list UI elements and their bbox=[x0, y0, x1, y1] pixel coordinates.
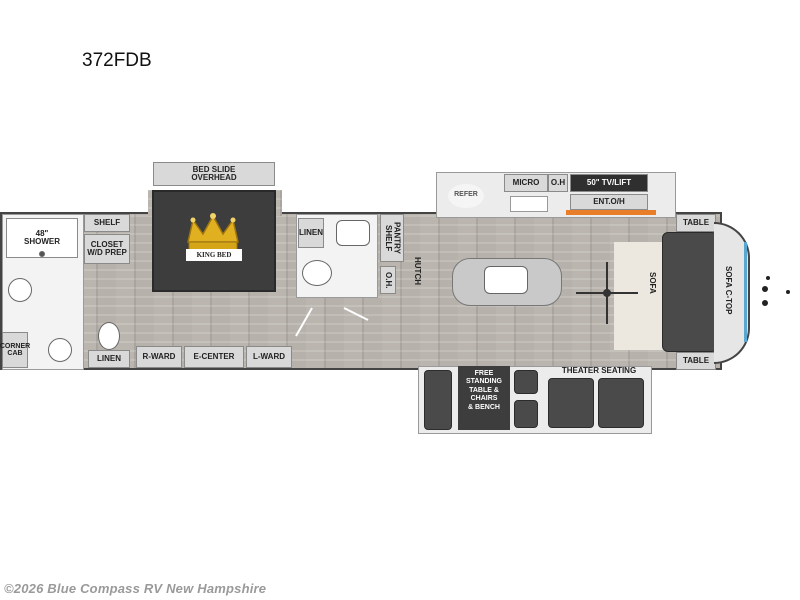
front-dot-1 bbox=[766, 276, 770, 280]
floorplan: BED SLIDE OVERHEAD 48" SHOWER CORNER CAB… bbox=[0, 160, 800, 440]
refer-icon bbox=[448, 184, 484, 208]
oh-small: O.H. bbox=[380, 266, 396, 294]
ent-oh: ENT.O/H bbox=[570, 194, 648, 210]
sofa bbox=[662, 232, 718, 352]
free-standing-table: FREE STANDING TABLE & CHAIRS & BENCH bbox=[458, 366, 510, 430]
front-dot-4 bbox=[786, 290, 790, 294]
sofa-label: SOFA bbox=[648, 272, 657, 294]
bed-slide-label: BED SLIDE OVERHEAD bbox=[153, 162, 275, 186]
table-bottom: TABLE bbox=[676, 352, 716, 370]
e-center: E-CENTER bbox=[184, 346, 244, 368]
sofa-ctop: SOFA C-TOP bbox=[724, 265, 734, 315]
pantry-shelf: PANTRY SHELF bbox=[380, 214, 404, 262]
bath-sink-lower bbox=[48, 338, 72, 362]
half-bath-toilet bbox=[302, 260, 332, 286]
crown-icon bbox=[183, 212, 243, 252]
half-bath-sink bbox=[336, 220, 370, 246]
bath-sink-upper bbox=[8, 278, 32, 302]
theater-seat-right bbox=[598, 378, 644, 428]
refer-label: REFER bbox=[454, 191, 478, 198]
closet-wd-prep: CLOSET W/D PREP bbox=[84, 234, 130, 264]
island-sink bbox=[484, 266, 528, 294]
linen-bath: LINEN bbox=[88, 350, 130, 368]
stovetop bbox=[510, 196, 548, 212]
oh-kitchen: O.H bbox=[548, 174, 568, 192]
kitchen-counter-edge bbox=[566, 210, 656, 215]
corner-cab: CORNER CAB bbox=[0, 332, 30, 368]
shower-drain bbox=[39, 251, 45, 257]
chair-top bbox=[514, 370, 538, 394]
table-top: TABLE bbox=[676, 214, 716, 232]
king-bed-label: KING BED bbox=[186, 249, 242, 261]
chair-bottom bbox=[514, 400, 538, 428]
living-rug bbox=[614, 242, 670, 350]
footer-copyright: ©2026 Blue Compass RV New Hampshire bbox=[4, 581, 267, 596]
microwave: MICRO bbox=[504, 174, 548, 192]
theater-seating-label: THEATER SEATING bbox=[561, 366, 637, 375]
front-window-edge bbox=[744, 242, 747, 342]
front-dot-2 bbox=[762, 286, 768, 292]
l-ward: L-WARD bbox=[246, 346, 292, 368]
linen-half-bath: LINEN bbox=[298, 218, 324, 248]
hutch: HUTCH bbox=[413, 257, 423, 285]
tv-lift: 50" TV/LIFT bbox=[570, 174, 648, 192]
model-title: 372FDB bbox=[82, 50, 152, 71]
shelf: SHELF bbox=[84, 214, 130, 232]
bench-left bbox=[424, 370, 452, 430]
r-ward: R-WARD bbox=[136, 346, 182, 368]
front-dot-3 bbox=[762, 300, 768, 306]
ceiling-fan-icon bbox=[574, 260, 640, 326]
rear-toilet bbox=[98, 322, 120, 350]
entry-door bbox=[292, 300, 372, 340]
theater-seat-left bbox=[548, 378, 594, 428]
